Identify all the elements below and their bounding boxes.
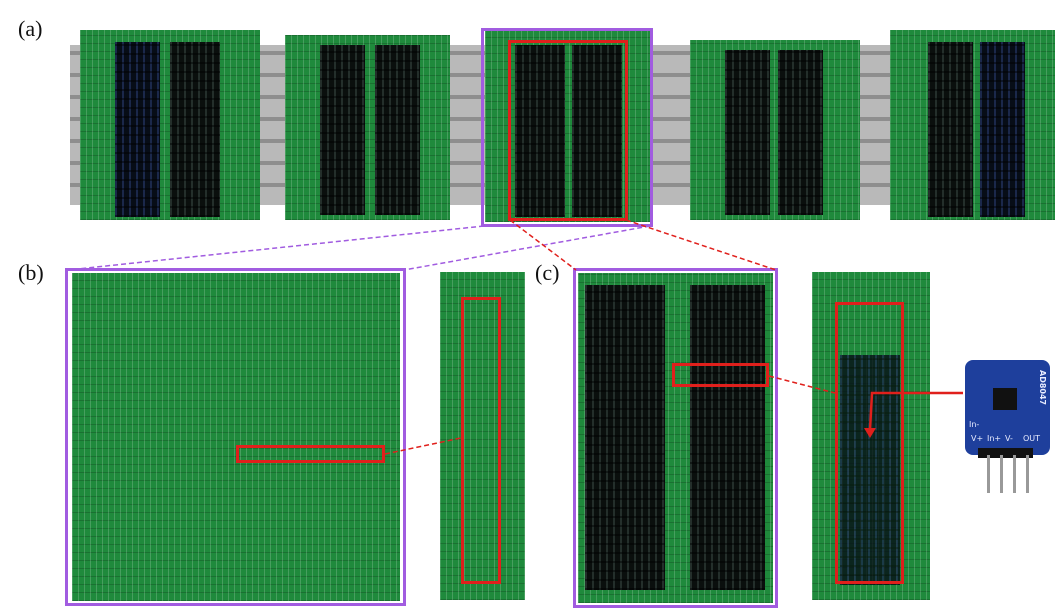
pin-label: V- [1005,434,1013,443]
highlight-box-board-bottom [65,268,406,606]
highlight-box-board-top [573,268,778,608]
highlight-box-array [508,40,628,221]
highlight-box-strip [461,297,501,584]
panel-label-b: (b) [18,260,44,285]
pin-label: In+ [987,434,1002,443]
pin-label: OUT [1023,434,1041,443]
pin-label: In- [969,420,980,429]
highlight-box-amplifiers [835,302,904,584]
highlight-box-channel [236,445,385,463]
highlight-box-board [481,28,653,227]
board-bottom-photo [72,273,400,601]
pin-label: V+ [971,434,984,443]
op-amp-ic [993,388,1017,410]
panel-label-c: (c) [535,260,560,285]
chip-part-number: AD8047 [1038,370,1047,406]
panel-label-a: (a) [18,16,43,41]
channel-strip-photo [440,272,525,600]
highlight-box-row [672,363,769,387]
